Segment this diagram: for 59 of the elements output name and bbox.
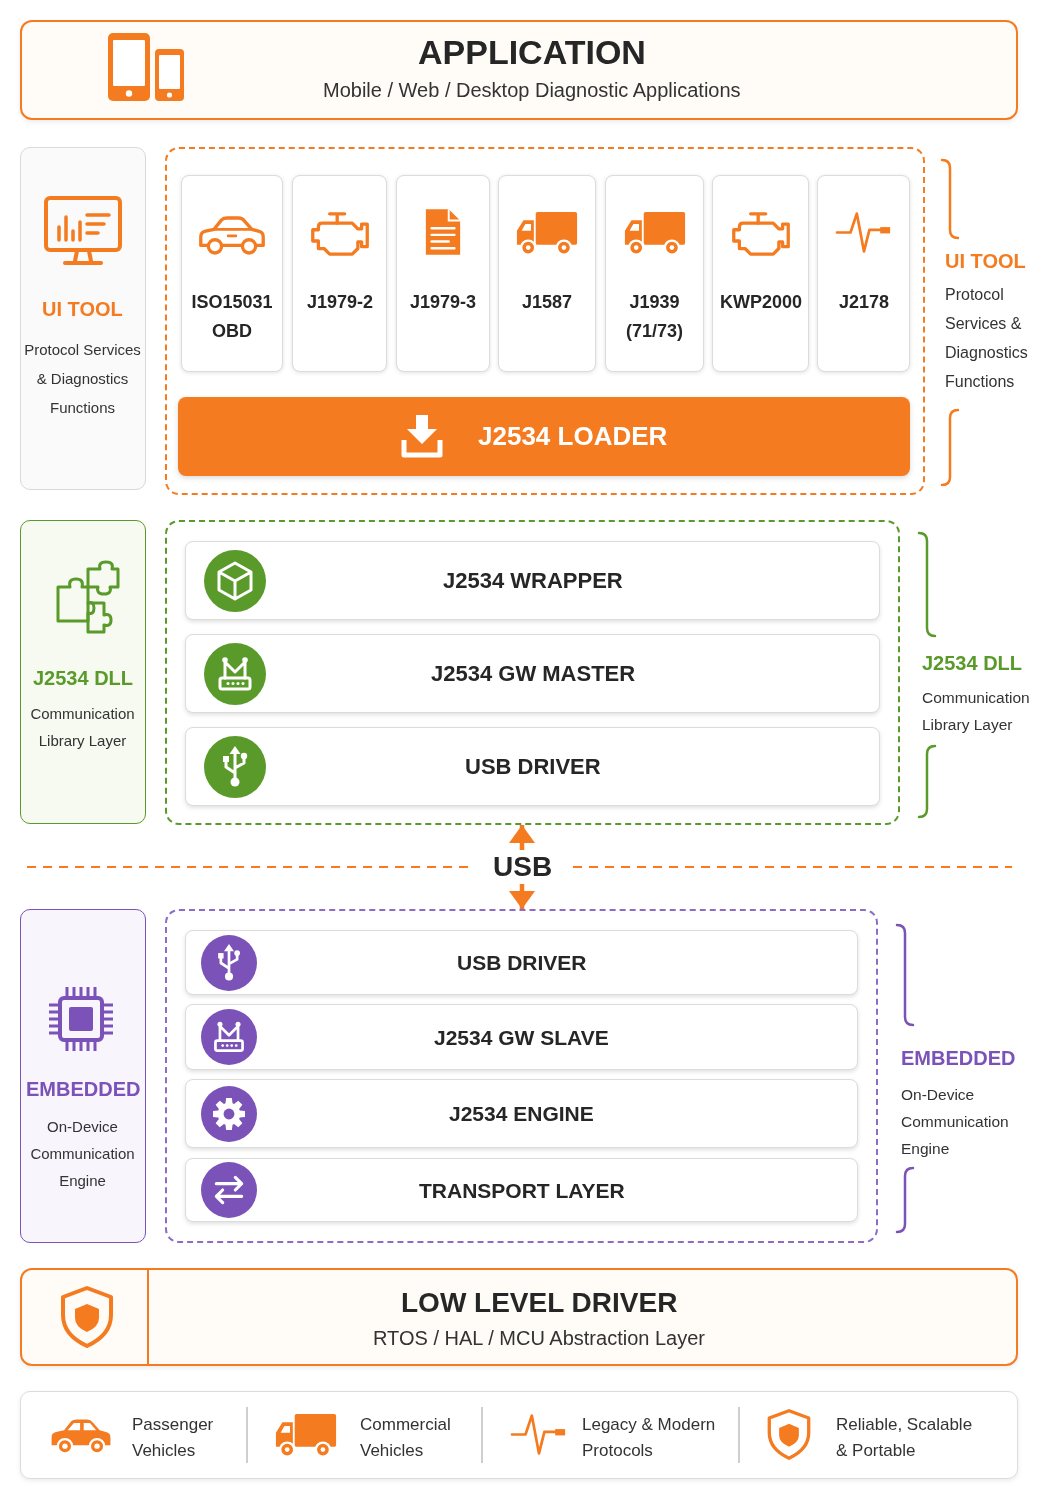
protocol-card (396, 175, 490, 372)
banner-title: APPLICATION (418, 32, 646, 73)
panel-description: Protocol Services & Diagnostics Functions (23, 340, 142, 418)
protocol-card (498, 175, 596, 372)
feature-text: Passenger Vehicles (132, 1414, 215, 1462)
dashed-group-frame (165, 909, 878, 1243)
banner-subtitle: Mobile / Web / Desktop Diagnostic Applications (323, 78, 741, 102)
layer-banner (20, 1268, 1018, 1366)
dashed-group-frame (165, 147, 925, 495)
module-bar (185, 1004, 858, 1070)
protocol-name: J2178 (839, 291, 890, 314)
panel-heading: J2534 DLL (33, 666, 134, 691)
protocol-name: J1979-2 (307, 291, 374, 314)
protocol-card (292, 175, 387, 372)
protocol-card (181, 175, 283, 372)
panel-heading: EMBEDDED (26, 1077, 141, 1102)
feature-text: Legacy & Modern Protocols (582, 1414, 717, 1462)
protocol-card (712, 175, 809, 372)
module-bar (185, 930, 858, 995)
module-bar (185, 634, 880, 713)
module-name: J2534 WRAPPER (443, 567, 623, 595)
protocol-name: ISO15031 OBD (190, 291, 274, 343)
module-name: J2534 GW MASTER (431, 660, 636, 688)
side-description: Protocol Services & Diagnostics Functions (945, 285, 1029, 392)
protocol-name: KWP2000 (720, 291, 803, 314)
banner-title: LOW LEVEL DRIVER (401, 1286, 678, 1320)
panel-description: On-Device Communication Engine (29, 1117, 136, 1191)
module-name: J2534 GW SLAVE (434, 1025, 609, 1051)
side-description: On-Device Communication Engine (901, 1085, 1010, 1159)
side-panel (20, 520, 146, 824)
module-bar (185, 541, 880, 620)
module-name: USB DRIVER (465, 753, 601, 781)
side-panel (20, 147, 146, 490)
side-description: Communication Library Layer (922, 688, 1031, 735)
side-panel (20, 909, 146, 1243)
protocol-card (605, 175, 704, 372)
module-bar (185, 727, 880, 806)
feature-text: Reliable, Scalable & Portable (836, 1414, 974, 1462)
protocol-card (817, 175, 910, 372)
side-heading: UI TOOL (945, 249, 1026, 274)
side-heading: J2534 DLL (922, 651, 1023, 676)
panel-description: Communication Library Layer (29, 704, 136, 751)
layer-banner (20, 20, 1018, 120)
module-name: USB DRIVER (457, 950, 587, 976)
banner-subtitle: RTOS / HAL / MCU Abstraction Layer (373, 1326, 705, 1350)
protocol-name: J1587 (522, 291, 573, 314)
module-name: TRANSPORT LAYER (419, 1178, 625, 1204)
panel-heading: UI TOOL (42, 297, 123, 322)
protocol-name: J1939 (71/73) (624, 291, 684, 343)
module-bar (185, 1079, 858, 1148)
loader-title: J2534 LOADER (478, 420, 668, 453)
loader-bar (178, 397, 910, 476)
dashed-group-frame (165, 520, 900, 825)
module-name: J2534 ENGINE (449, 1101, 594, 1127)
side-heading: EMBEDDED (901, 1046, 1016, 1071)
protocol-name: J1979-3 (410, 291, 477, 314)
feature-strip (20, 1391, 1018, 1479)
module-bar (185, 1158, 858, 1222)
feature-text: Commercial Vehicles (360, 1414, 452, 1462)
